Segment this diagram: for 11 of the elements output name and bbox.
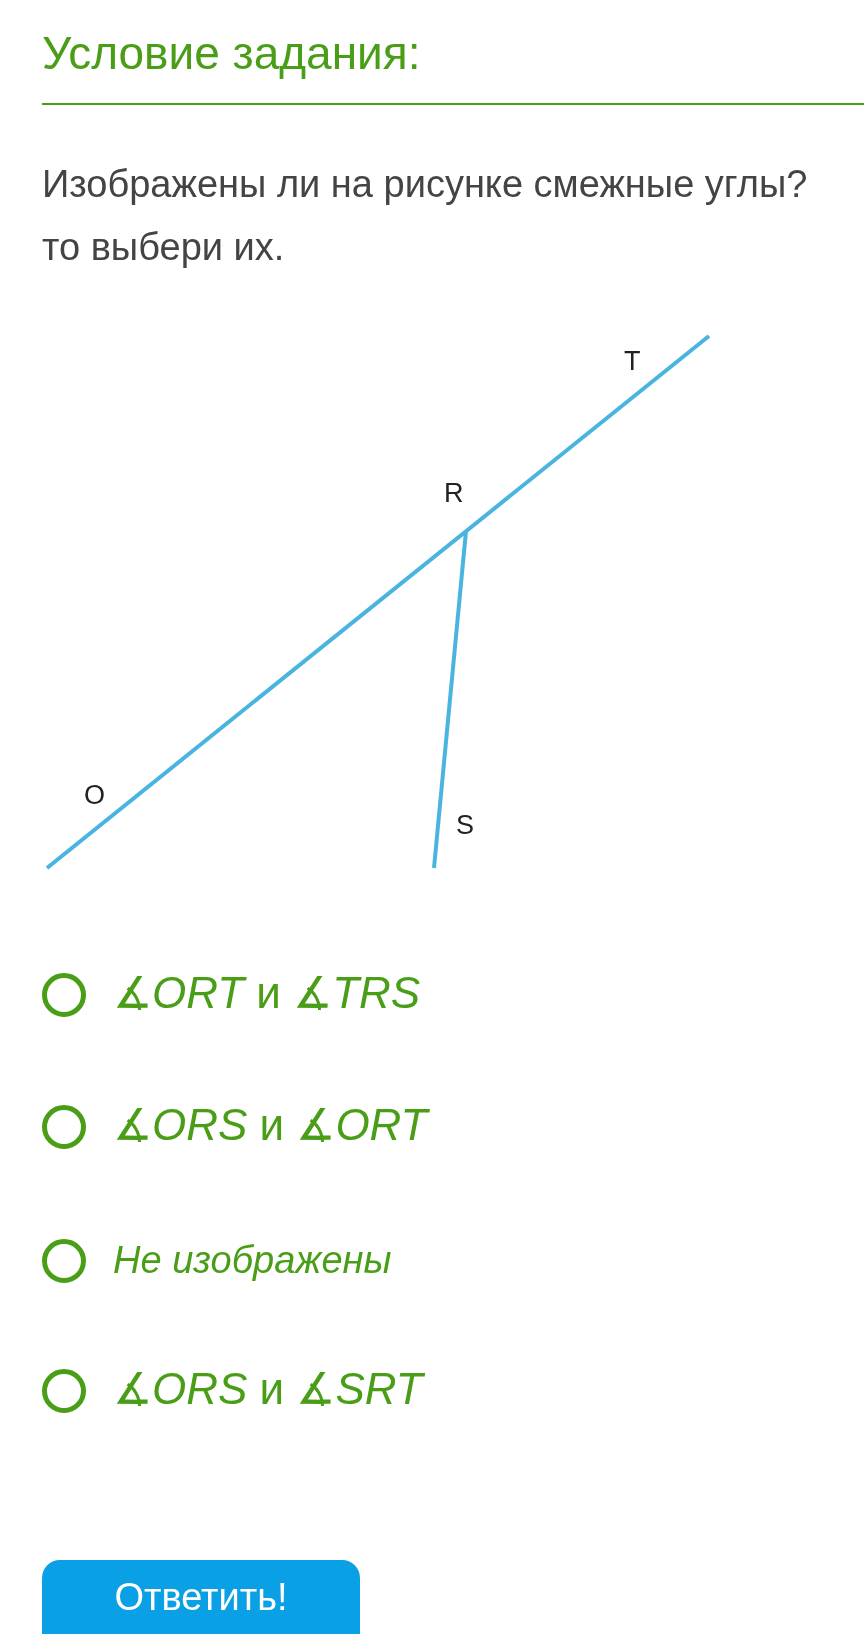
option-label: Не изображены <box>113 1241 392 1279</box>
question-text: то выбери их. <box>42 228 285 266</box>
option-label: ∡ORS и ∡ORT <box>113 1103 428 1147</box>
point-label: S <box>456 812 474 839</box>
submit-button: Ответить! <box>42 1560 360 1634</box>
question-text: Изображены ли на рисунке смежные углы? <box>42 165 808 203</box>
point-label: R <box>444 480 464 507</box>
option-label: ∡ORT и ∡TRS <box>113 971 421 1015</box>
point-label: T <box>624 348 641 375</box>
option-label: ∡ORS и ∡SRT <box>113 1367 423 1411</box>
point-label: O <box>84 782 105 809</box>
